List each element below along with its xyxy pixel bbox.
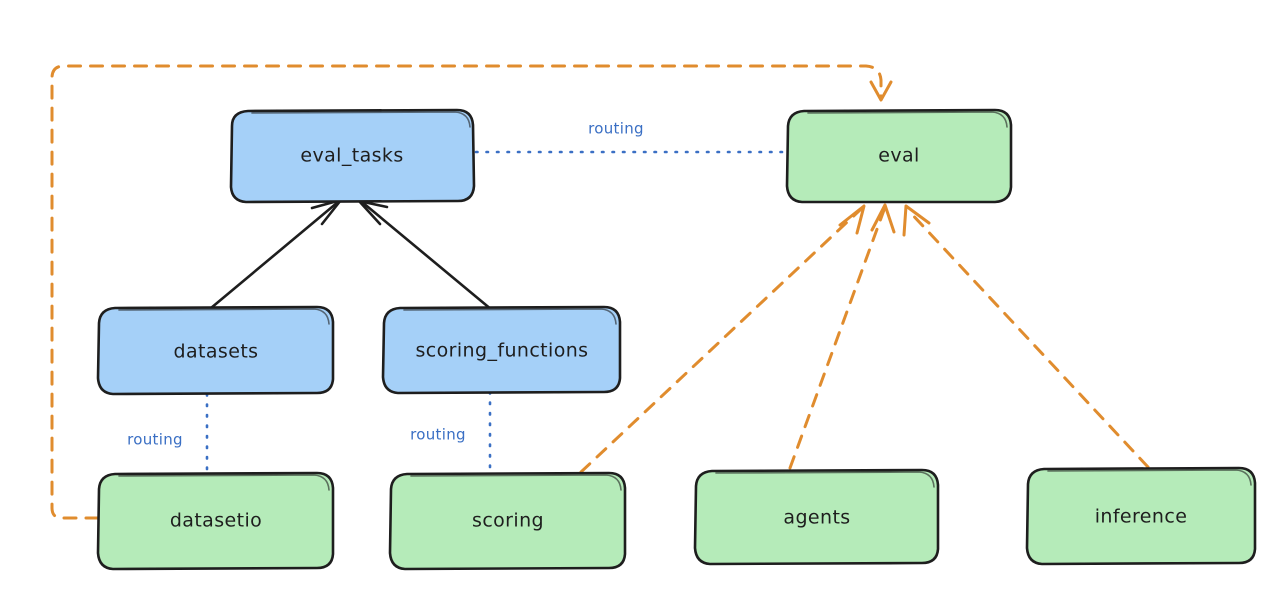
edge-label-text: routing (127, 431, 183, 449)
edge-scoring_functions-to-eval_tasks (357, 199, 494, 312)
node-eval[interactable]: eval (785, 108, 1013, 204)
node-label-eval_tasks: eval_tasks (300, 145, 403, 167)
edge-scoring-to-eval (579, 204, 866, 474)
node-label-datasetio: datasetio (170, 510, 262, 532)
node-label-scoring: scoring (472, 510, 544, 532)
node-label-datasets: datasets (174, 341, 259, 363)
edge-datasetio-to-eval (50, 64, 893, 520)
node-eval_tasks[interactable]: eval_tasks (229, 108, 476, 204)
edge-inference-to-eval (902, 204, 1150, 469)
node-datasets[interactable]: datasets (96, 305, 335, 396)
node-label-eval: eval (878, 145, 919, 167)
node-label-inference: inference (1095, 506, 1188, 528)
edge-datasets-to-eval_tasks (209, 198, 343, 310)
edge-label-text: routing (410, 426, 466, 444)
edge-agents-to-eval (788, 203, 896, 470)
edge-label-routing-datasets-datasetio: routing (115, 427, 197, 453)
node-label-agents: agents (783, 507, 850, 529)
node-inference[interactable]: inference (1025, 466, 1257, 566)
node-scoring[interactable]: scoring (388, 471, 627, 571)
edge-label-text: routing (588, 120, 644, 138)
edge-label-routing-scoring_functions-scoring: routing (398, 422, 480, 448)
edge-label-routing-eval_tasks-eval: routing (576, 116, 658, 142)
node-datasetio[interactable]: datasetio (96, 471, 335, 571)
node-label-scoring_functions: scoring_functions (416, 340, 589, 362)
node-agents[interactable]: agents (693, 468, 940, 566)
node-scoring_functions[interactable]: scoring_functions (381, 305, 622, 395)
